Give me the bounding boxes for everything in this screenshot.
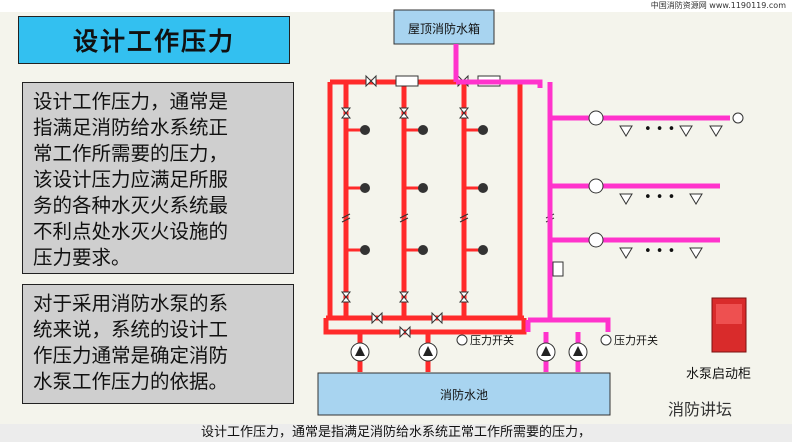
top-bar (0, 0, 792, 12)
pump-note-line: 统来说，系统的设计工 (33, 318, 229, 341)
pump-cabinet-label: 水泵启动柜 (686, 367, 752, 382)
pump-note-line: 作压力通常是确定消防 (33, 344, 229, 367)
hydrant-branches-3 (464, 128, 480, 252)
pump-cabinet-panel (716, 304, 742, 324)
roof-tank (393, 9, 495, 45)
sprinkler-pipe-network (453, 44, 730, 372)
hydrant-bottom-loop (323, 318, 527, 335)
hydrant-heads (360, 125, 488, 255)
pressure-switch-icon (456, 334, 468, 346)
top-valves (340, 74, 501, 339)
pump-note-text-box: 对于采用消防水泵的系 统来说，系统的设计工 作压力通常是确定消防 水泵工作压力的… (22, 284, 294, 404)
check-valve (395, 75, 419, 87)
pressure-switch-left-label: 压力开关 (470, 333, 514, 347)
riser-valves-bottom (340, 291, 470, 303)
gate-valve (365, 74, 377, 88)
pumps (350, 342, 588, 362)
sprinkler-bottom-main (525, 317, 611, 332)
definition-text-box: 设计工作压力，通常是 指满足消防给水系统正 常工作所需要的压力， 该设计压力应满… (22, 82, 294, 274)
definition-line: 设计工作压力，通常是 (33, 90, 229, 113)
watermark-label: 消防讲坛 (668, 400, 733, 419)
fire-pool (317, 372, 611, 416)
hydrant-head (360, 183, 370, 193)
definition-line: 压力要求。 (33, 246, 131, 269)
pump-note-line: 对于采用消防水泵的系 (33, 292, 229, 315)
hydrant-head (478, 125, 488, 135)
roof-tank-label: 屋顶消防水箱 (408, 21, 480, 36)
hydrant-head (478, 183, 488, 193)
page-title: 设计工作压力 (18, 16, 290, 64)
definition-line: 该设计压力应满足所服 (33, 168, 229, 191)
hydrant-branches-1 (346, 128, 362, 252)
sprinkler-dots: • • • (644, 122, 675, 137)
hydrant-head (360, 125, 370, 135)
pump-note-line: 水泵工作压力的依据。 (33, 370, 229, 393)
sprinkler-dots: • • • (644, 244, 675, 259)
sprinkler-tank-feed (456, 79, 543, 88)
hydrant-branches-2 (404, 128, 420, 252)
hydrant-head (360, 245, 370, 255)
pressure-switch-icon (600, 334, 612, 346)
definition-line: 不利点处水灭火设施的 (33, 220, 229, 243)
subtitle-caption: 设计工作压力，通常是指满足消防给水系统正常工作所需要的压力， (0, 424, 792, 442)
definition-line: 务的各种水灭火系统最 (33, 194, 229, 217)
hydrant-head (418, 183, 428, 193)
bottom-main-valves (371, 311, 443, 339)
hydrant-head (418, 245, 428, 255)
source-label: 中国消防资源网 www.1190119.com (650, 1, 786, 10)
sprinkler-dots: • • • (644, 190, 675, 205)
definition-line: 常工作所需要的压力， (33, 142, 229, 165)
pressure-switch-right-label: 压力开关 (614, 333, 658, 347)
sprinkler-heads (552, 110, 744, 277)
hydrant-head (418, 125, 428, 135)
fire-pool-label: 消防水池 (440, 387, 488, 402)
definition-line: 指满足消防给水系统正 (33, 116, 229, 139)
hydrant-head (478, 245, 488, 255)
riser-valves-top (340, 107, 470, 119)
